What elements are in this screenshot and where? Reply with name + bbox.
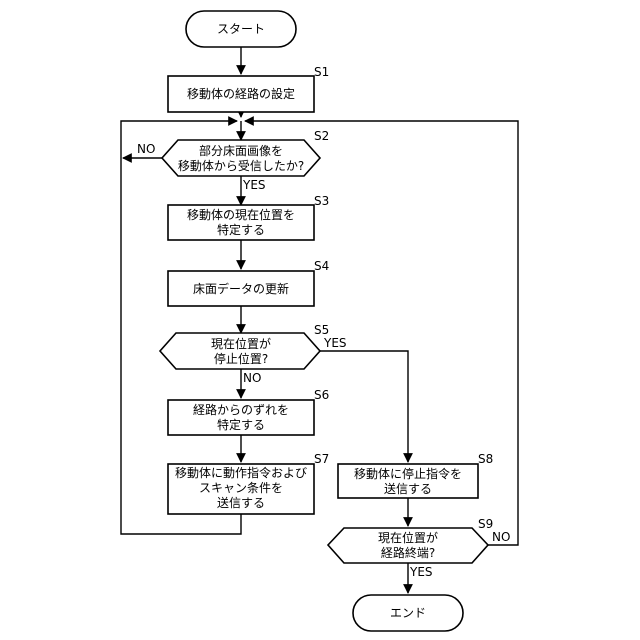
arrow-s5-yes — [320, 351, 408, 462]
s8-text-line1: 移動体に停止指令を — [354, 466, 462, 481]
step-label-s4: S4 — [314, 259, 329, 273]
step-labels: S1 S2 S3 S4 S5 S6 S7 S8 S9 — [314, 65, 493, 531]
s9-no-label: NO — [492, 530, 510, 544]
s1-text: 移動体の経路の設定 — [187, 86, 295, 101]
s5-text-line1: 現在位置が — [211, 336, 271, 351]
s6-text-line1: 経路からのずれを — [193, 402, 289, 417]
s3-text-line1: 移動体の現在位置を — [187, 207, 295, 222]
shapes — [160, 11, 488, 631]
s3-text-line2: 特定する — [217, 222, 265, 237]
step-label-s7: S7 — [314, 452, 329, 466]
step-label-s9: S9 — [478, 517, 493, 531]
step-label-s1: S1 — [314, 65, 329, 79]
s7-text-line1: 移動体に動作指令および — [175, 465, 307, 480]
s5-text-line2: 停止位置? — [214, 351, 268, 366]
start-text: スタート — [217, 22, 265, 36]
end-text: エンド — [390, 606, 426, 620]
s4-text: 床面データの更新 — [193, 281, 289, 296]
s9-text-line1: 現在位置が — [378, 530, 438, 545]
s7-text-line2: スキャン条件を — [199, 481, 283, 495]
s9-text-line2: 経路終端? — [381, 545, 435, 560]
step-label-s3: S3 — [314, 194, 329, 208]
s5-no-label: NO — [243, 371, 261, 385]
step-label-s5: S5 — [314, 323, 329, 337]
s2-no-label: NO — [137, 142, 155, 156]
step-label-s2: S2 — [314, 129, 329, 143]
s9-yes-label: YES — [409, 565, 433, 579]
s2-text-line2: 移動体から受信したか? — [178, 159, 304, 173]
s8-text-line2: 送信する — [384, 481, 432, 496]
s7-text-line3: 送信する — [217, 495, 265, 510]
step-label-s8: S8 — [478, 452, 493, 466]
s2-text-line1: 部分床面画像を — [199, 143, 283, 158]
s2-yes-label: YES — [242, 178, 266, 192]
step-label-s6: S6 — [314, 388, 329, 402]
s6-text-line2: 特定する — [217, 417, 265, 432]
s5-yes-label: YES — [323, 336, 347, 350]
